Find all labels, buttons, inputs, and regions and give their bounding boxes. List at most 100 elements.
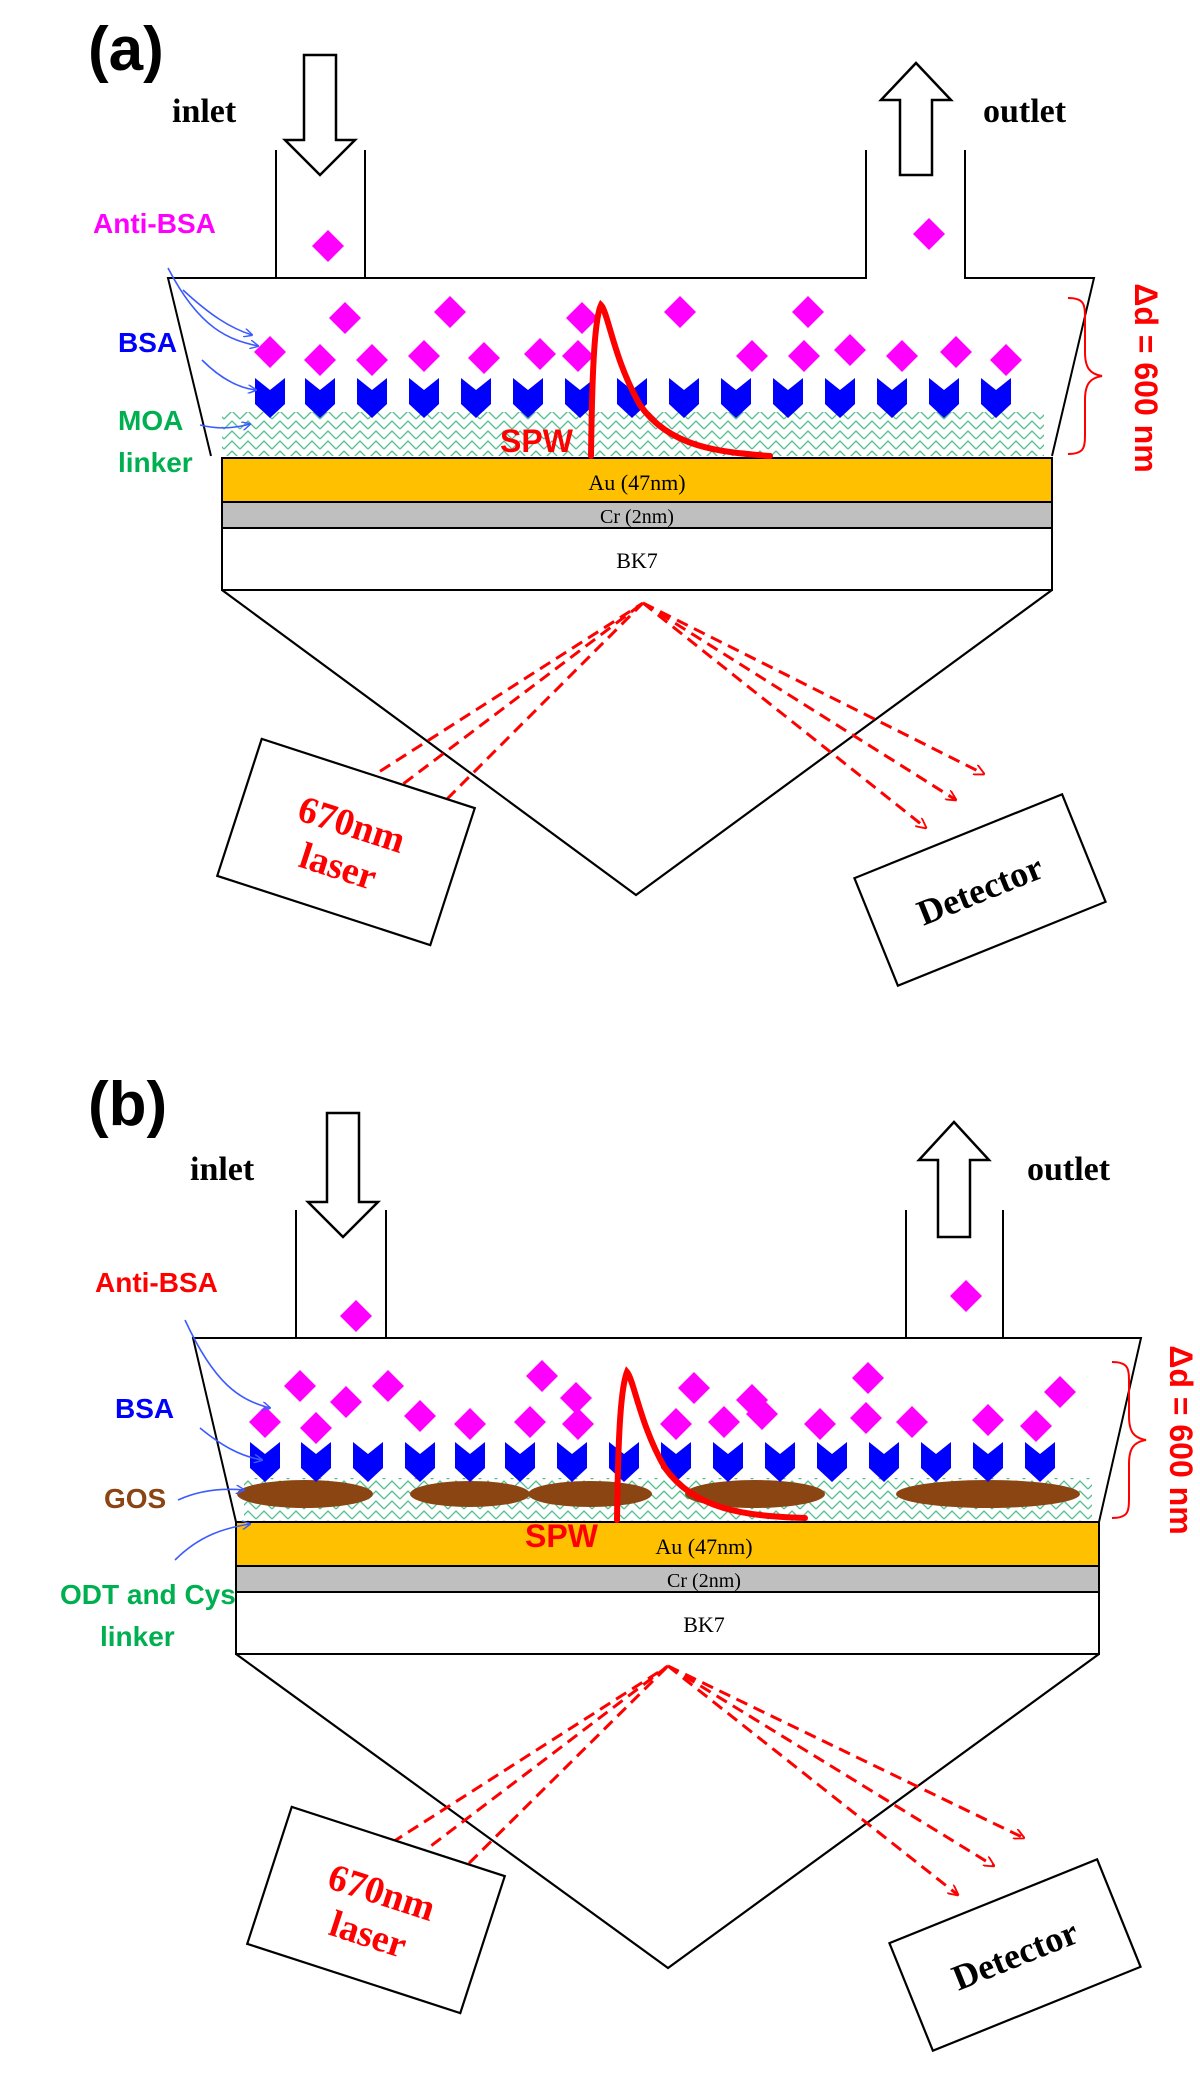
- gold-layer-label: Au (47nm): [588, 470, 685, 495]
- spw-label: SPW: [525, 1518, 599, 1554]
- linker-label-line1: MOA: [118, 405, 183, 436]
- bsa-receptor: [713, 1442, 743, 1482]
- outlet-tube-outline: [385, 1210, 907, 1339]
- anti-bsa-molecule: [664, 296, 696, 328]
- anti-bsa-pointer: [167, 267, 258, 346]
- incident-beam: [385, 1664, 669, 1882]
- bsa-receptor: [409, 378, 439, 418]
- chromium-layer-label: Cr (2nm): [600, 506, 674, 528]
- anti-bsa-molecule: [304, 344, 336, 376]
- bsa-receptor: [973, 1442, 1003, 1482]
- anti-bsa-molecule: [312, 230, 344, 262]
- reflected-beam: [642, 601, 984, 776]
- gos-flake: [685, 1480, 825, 1508]
- chromium-layer-label: Cr (2nm): [667, 1570, 741, 1592]
- anti-bsa-molecule: [736, 1384, 768, 1416]
- anti-bsa-molecule: [330, 1386, 362, 1418]
- thickness-brace: [1111, 1361, 1147, 1519]
- bsa-receptor: [357, 378, 387, 418]
- anti-bsa-label: Anti-BSA: [93, 208, 216, 239]
- gos-flake: [237, 1480, 373, 1508]
- gos-flake: [896, 1480, 1080, 1508]
- bsa-receptor: [869, 1442, 899, 1482]
- bsa-receptor: [721, 378, 751, 418]
- linker-label-line2: linker: [118, 447, 193, 478]
- gos-pointer: [177, 1489, 244, 1501]
- spw-curve: [614, 1366, 808, 1523]
- anti-bsa-molecule: [804, 1408, 836, 1440]
- molecule-layer: [254, 218, 1022, 418]
- bsa-receptor: [981, 378, 1011, 418]
- bsa-receptor: [461, 378, 491, 418]
- anti-bsa-molecule: [408, 340, 440, 372]
- laser-source: 670nm laser: [245, 1805, 507, 2015]
- outlet-label: outlet: [1027, 1151, 1111, 1188]
- bsa-receptor: [921, 1442, 951, 1482]
- spw-curve: [588, 299, 773, 459]
- bsa-receptor: [661, 1442, 691, 1482]
- detector: Detector: [852, 792, 1108, 988]
- gold-layer: [221, 457, 1053, 503]
- reflected-beam: [667, 1664, 994, 1866]
- bsa-receptor: [305, 378, 335, 418]
- anti-bsa-molecule: [950, 1280, 982, 1312]
- prism-outline: [235, 1653, 1100, 1970]
- reflected-beam: [667, 1664, 958, 1895]
- anti-bsa-molecule: [514, 1406, 546, 1438]
- reflected-beam: [667, 1664, 1024, 1838]
- spw-label: SPW: [500, 423, 574, 459]
- bsa-receptor: [765, 1442, 795, 1482]
- outlet-arrow-icon: [916, 1120, 992, 1239]
- panel-label: (a): [88, 15, 164, 84]
- anti-bsa-molecule: [886, 340, 918, 372]
- linker-label-line1: ODT and Cys: [60, 1579, 236, 1610]
- panel-label: (b): [88, 1070, 167, 1139]
- anti-bsa-molecule: [434, 296, 466, 328]
- bsa-label: BSA: [118, 327, 177, 358]
- outlet-arrow-icon: [878, 61, 954, 177]
- gos-label: GOS: [104, 1483, 166, 1514]
- gos-flake: [410, 1481, 530, 1507]
- bsa-receptor: [455, 1442, 485, 1482]
- thickness-label: Δd = 600 nm: [1128, 283, 1164, 472]
- anti-bsa-molecule: [940, 336, 972, 368]
- anti-bsa-molecule: [834, 334, 866, 366]
- flow-cell-outline: [166, 150, 1096, 457]
- anti-bsa-molecule: [913, 218, 945, 250]
- bsa-receptor: [1025, 1442, 1055, 1482]
- detector: Detector: [887, 1857, 1143, 2053]
- anti-bsa-molecule: [524, 338, 556, 370]
- panel-b: (b) inlet outlet Au (47nm) Cr (2nm) BK7 …: [60, 1070, 1199, 2053]
- anti-bsa-molecule: [329, 302, 361, 334]
- incident-beam: [440, 1664, 670, 1892]
- anti-bsa-molecule: [850, 1402, 882, 1434]
- linker-label-line2: linker: [100, 1621, 175, 1652]
- anti-bsa-molecule: [678, 1372, 710, 1404]
- bsa-receptor: [817, 1442, 847, 1482]
- gold-layer: [235, 1521, 1100, 1567]
- anti-bsa-molecule: [990, 344, 1022, 376]
- anti-bsa-molecule: [284, 1370, 316, 1402]
- anti-bsa-molecule: [468, 342, 500, 374]
- bsa-receptor: [877, 378, 907, 418]
- reflected-beam: [642, 601, 926, 828]
- bsa-receptor: [565, 378, 595, 418]
- chromium-layer: [221, 501, 1053, 529]
- bk7-layer-label: BK7: [616, 548, 658, 573]
- anti-bsa-label: Anti-BSA: [95, 1267, 218, 1298]
- linker-pointer: [174, 1524, 250, 1561]
- thickness-brace: [1067, 297, 1103, 455]
- anti-bsa-molecule: [300, 1412, 332, 1444]
- incident-beam: [331, 601, 644, 804]
- gos-flake: [528, 1481, 652, 1507]
- bsa-receptor: [825, 378, 855, 418]
- anti-bsa-molecule: [660, 1408, 692, 1440]
- bk7-layer: [221, 527, 1053, 591]
- anti-bsa-pointer: [184, 1319, 270, 1408]
- anti-bsa-molecule: [340, 1300, 372, 1332]
- inlet-label: inlet: [190, 1151, 255, 1188]
- gold-layer-label: Au (47nm): [655, 1534, 752, 1559]
- prism-outline: [221, 589, 1053, 897]
- anti-bsa-molecule: [254, 336, 286, 368]
